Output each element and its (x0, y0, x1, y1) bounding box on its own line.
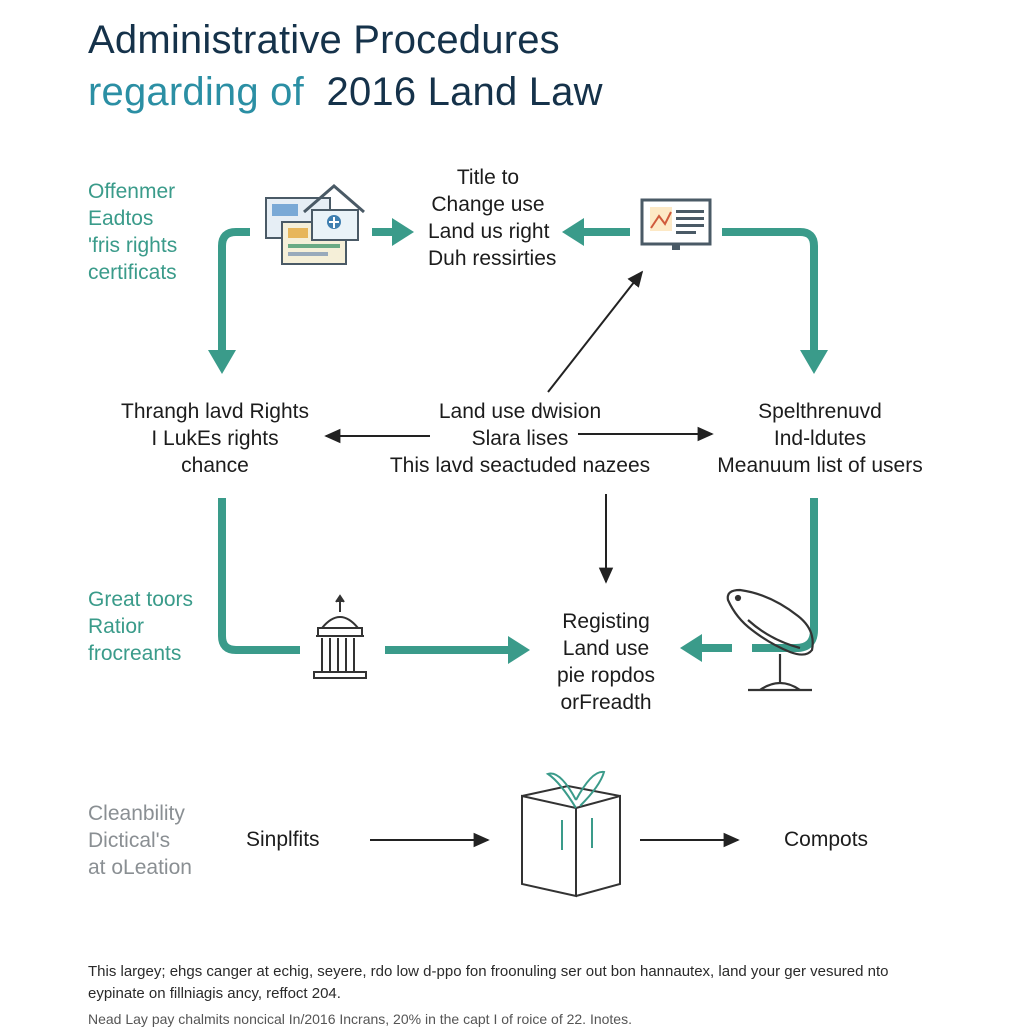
node-line: pie ropdos (556, 664, 656, 687)
arrowhead-right-down (800, 350, 828, 374)
node-line: Meanuum list of users (717, 454, 923, 477)
node-line: Sinplfits (246, 828, 320, 851)
node-line: Compots (784, 828, 869, 851)
flow-diagram (208, 184, 828, 898)
node-line: Land us right (428, 220, 550, 243)
node-line: I LukEs rights (151, 427, 279, 450)
row3-right-label: Compots (784, 826, 868, 853)
side-label-line: Great toors (88, 588, 194, 611)
footer-note: Nead Lay pay chalmits noncical In/2016 I… (88, 1011, 632, 1027)
side-label-line: Offenmer (88, 180, 176, 203)
side-label-line: frocreants (88, 642, 182, 665)
node-line: Duh ressirties (428, 247, 557, 270)
node-line: Land use (562, 637, 650, 660)
subtitle-main: 2016 Land Law (326, 70, 603, 114)
side-label-line: 'fris rights (88, 234, 178, 257)
teal-arrow-right-top (722, 228, 818, 352)
footer-paragraph: This largey; ehgs canger at echig, seyer… (88, 963, 889, 1002)
side-label-line: Cleanbility (88, 802, 185, 825)
node-line: Slara lises (471, 427, 569, 450)
document-house-icon (265, 184, 365, 265)
arrowhead-right-mid (680, 634, 702, 662)
side-label-top-left: Offenmer Eadtos 'fris rights certificats (88, 178, 177, 286)
node-middle-right: Spelthrenuvd Ind-ldutes Meanuum list of … (702, 398, 938, 479)
node-line: Title to (456, 166, 520, 189)
arrowhead-left-mid (508, 636, 530, 664)
side-label-line: Eadtos (88, 207, 154, 230)
node-middle-center: Land use dwision Slara lises This lavd s… (378, 398, 662, 479)
teal-line-left-bottom (218, 498, 300, 654)
teal-arrow-left-top (218, 228, 250, 352)
monitor-chart-icon (640, 198, 712, 250)
bird-sculpture-icon (726, 588, 814, 692)
government-building-icon (313, 594, 367, 679)
page-subtitle: regarding of 2016 Land Law (88, 70, 603, 115)
node-line: Thrangh lavd Rights (121, 400, 309, 423)
node-middle-left: Thrangh lavd Rights I LukEs rights chanc… (100, 398, 330, 479)
node-top-center: Title to Change use Land us right Duh re… (428, 164, 557, 272)
node-bottom-center: Registing Land use pie ropdos orFreadth (540, 608, 672, 716)
node-line: Change use (431, 193, 545, 216)
side-label-bottom-left: Cleanbility Dictical's at oLeation (88, 800, 192, 881)
node-line: This lavd seactuded nazees (389, 454, 651, 477)
node-line: Registing (562, 610, 650, 633)
side-label-line: Dictical's (88, 829, 171, 852)
node-line: orFreadth (560, 691, 652, 714)
black-arrow-diagonal (547, 270, 644, 393)
arrowhead-from-monitor (562, 218, 584, 246)
node-line: chance (181, 454, 249, 477)
side-label-line: certificats (88, 261, 177, 284)
side-label-line: Ratior (88, 615, 145, 638)
teal-line-right-bottom (752, 498, 818, 652)
arrowhead-into-title (392, 218, 414, 246)
gift-bag-icon (521, 770, 621, 898)
node-line: Ind-ldutes (773, 427, 867, 450)
row3-left-label: Sinplfits (246, 826, 320, 853)
arrowhead-left-down (208, 350, 236, 374)
page-title: Administrative Procedures (88, 18, 560, 62)
side-label-line: at oLeation (88, 856, 192, 879)
side-label-mid-left: Great toors Ratior frocreants (88, 586, 193, 667)
node-line: Land use dwision (438, 400, 602, 423)
node-line: Spelthrenuvd (758, 400, 882, 423)
subtitle-accent: regarding of (88, 70, 304, 114)
